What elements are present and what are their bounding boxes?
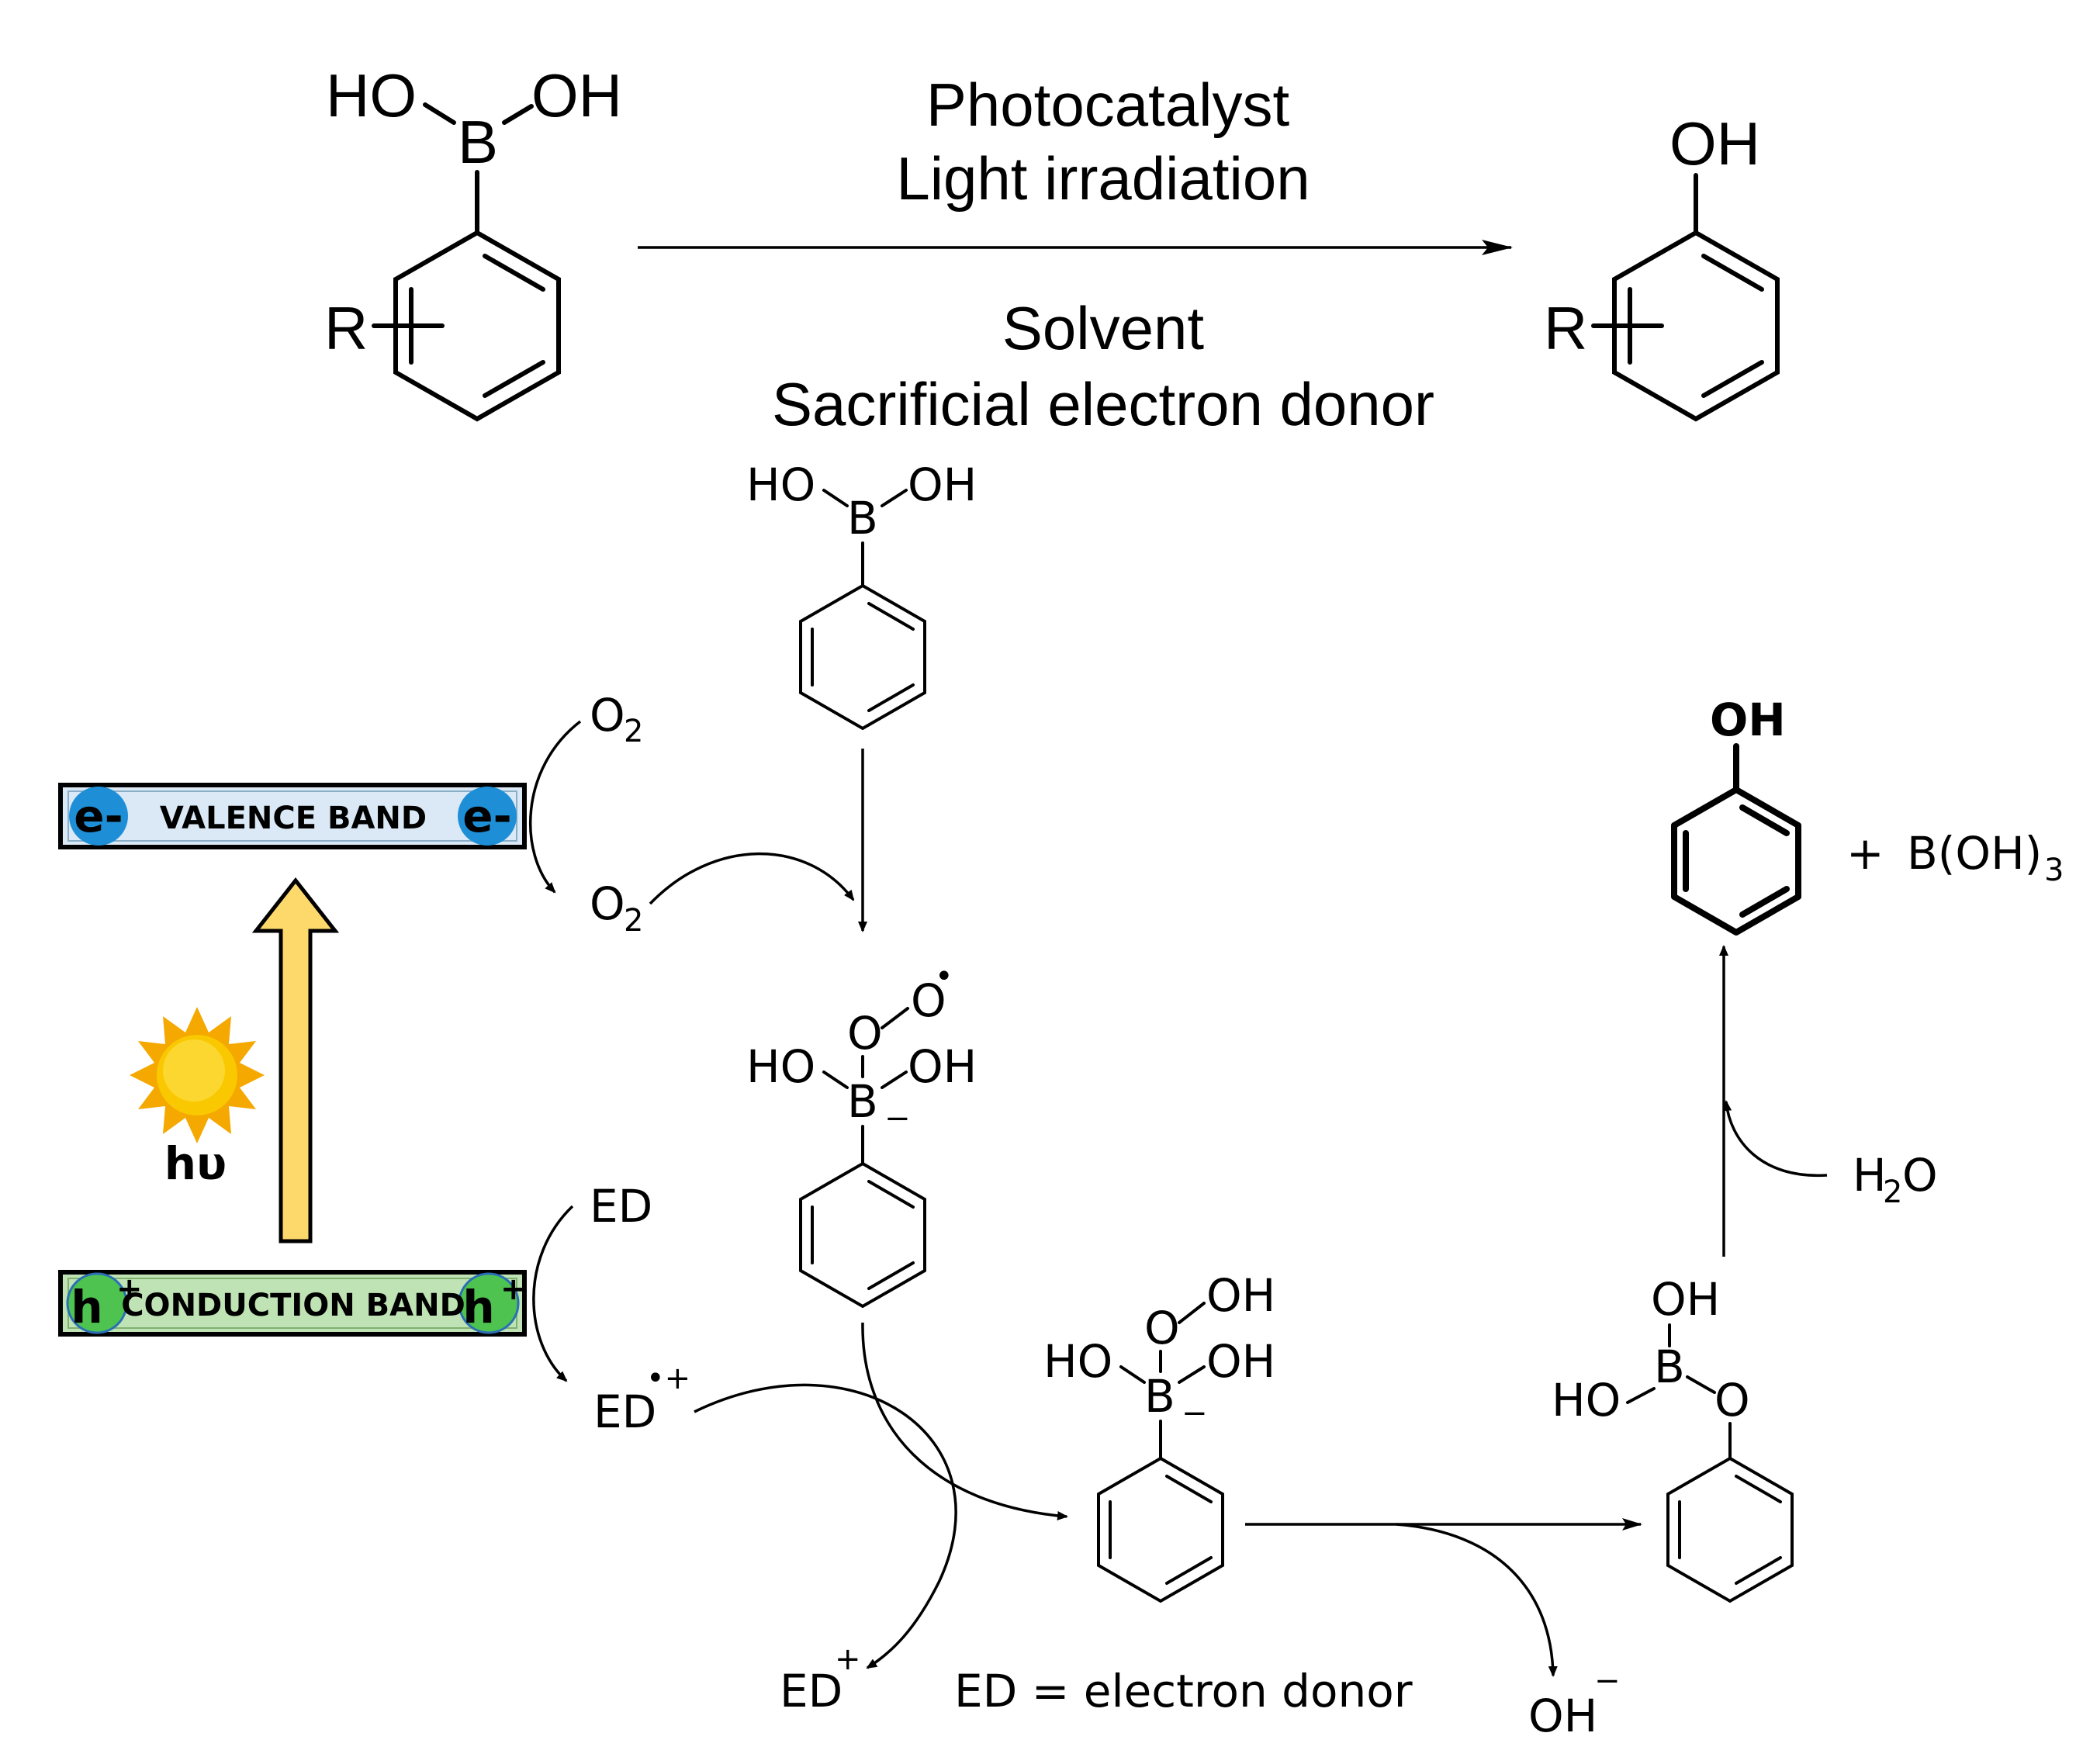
hole-icon: [458, 1272, 520, 1334]
boric-acid-subscript: 3: [2044, 853, 2064, 888]
label-o: O: [1144, 1302, 1180, 1354]
conduction-band: h + h + CONDUCTION BAND: [58, 1270, 527, 1337]
condition-solvent: Solvent: [1002, 294, 1204, 362]
water-o: O: [1902, 1149, 1938, 1202]
final-phenol: OH: [1671, 693, 1801, 936]
hydroxide-release-arrow: [1396, 1523, 1558, 1677]
hole-icon: [66, 1272, 128, 1334]
superoxide-attack-arrow: [649, 852, 855, 905]
hole-label: h: [71, 1281, 102, 1333]
label-b: B: [847, 1075, 878, 1128]
electron-label: e-: [462, 790, 511, 842]
ed-radical-cation-charge: •+: [646, 1361, 690, 1396]
intermediate-hydroperoxy-boronate: OH O HO OH B −: [1043, 1269, 1275, 1603]
o2-subscript: 2: [624, 714, 643, 749]
label-oh: OH: [1669, 109, 1760, 178]
label-oh: OH: [1710, 693, 1786, 746]
radical-dot: •: [935, 959, 953, 994]
intermediate-phenylboronic-acid: HO OH B: [746, 458, 977, 731]
label-oh: OH: [908, 458, 977, 511]
o2-subscript: 2: [624, 903, 643, 939]
label-o: O: [847, 1007, 883, 1060]
condition-light: Light irradiation: [896, 144, 1310, 213]
valence-band: e- e- VALENCE BAND: [58, 783, 527, 849]
ed-cation-charge: +: [835, 1641, 861, 1677]
label-b: B: [1144, 1370, 1175, 1423]
hole-charge: +: [500, 1271, 527, 1307]
label-oh: OH: [908, 1040, 977, 1093]
label-b: B: [1654, 1340, 1685, 1393]
hydroxide-label: OH: [1528, 1690, 1597, 1742]
ed-oxidation-arrow-2: [694, 1383, 957, 1669]
product-phenol: OH R: [1544, 109, 1780, 422]
intermediate-peroxyl-boronate: O • O HO OH B −: [746, 959, 977, 1309]
label-b: B: [458, 108, 498, 176]
o2-reduction-arrow: [529, 720, 582, 894]
label-oh: OH: [1651, 1273, 1720, 1326]
water-addition-arrow: [1722, 1100, 1828, 1178]
electron-icon: [69, 787, 128, 846]
plus-sign: +: [1846, 827, 1884, 880]
reaction-conditions: Photocatalyst Light irradiation Solvent …: [638, 71, 1513, 438]
label-r: R: [1544, 294, 1587, 362]
label-r: R: [324, 294, 368, 362]
ed-label: ED: [590, 1180, 652, 1233]
negative-charge: −: [884, 1101, 911, 1136]
ed-radical-cation-label: ED: [593, 1385, 656, 1438]
water-subscript: 2: [1883, 1174, 1902, 1210]
label-o: O: [1714, 1374, 1750, 1427]
sun-icon: [130, 1007, 265, 1143]
ed-oxidation-arrow: [532, 1205, 574, 1382]
condition-photocatalyst: Photocatalyst: [926, 71, 1290, 139]
negative-charge: −: [1182, 1396, 1208, 1431]
condition-sacrificial-donor: Sacrificial electron donor: [772, 370, 1434, 438]
label-o: O: [911, 974, 946, 1027]
valence-band-label: VALENCE BAND: [160, 801, 427, 836]
label-ho: HO: [1043, 1335, 1112, 1388]
hole-label: h: [462, 1281, 494, 1333]
ed-definition: ED = electron donor: [954, 1665, 1413, 1717]
reactant-boronic-acid: HO OH B R: [324, 61, 622, 422]
ed-cation-label: ED: [780, 1665, 843, 1717]
reduction-arrow: [861, 1322, 1068, 1520]
label-ho: HO: [746, 1040, 815, 1093]
intermediate-aryl-borate: OH B HO O: [1552, 1273, 1794, 1603]
conduction-band-label: CONDUCTION BAND: [121, 1288, 465, 1323]
label-b: B: [847, 492, 878, 545]
hole-charge: +: [116, 1271, 143, 1307]
excitation-arrow-icon: [251, 877, 340, 1243]
label-ho: HO: [326, 61, 417, 130]
o2-radical-label: O: [590, 877, 625, 930]
label-ho: HO: [746, 458, 815, 511]
boric-acid-label: B(OH): [1907, 827, 2042, 880]
o2-label: O: [590, 689, 625, 742]
hydroxide-charge: −: [1594, 1663, 1621, 1699]
label-oh: OH: [1206, 1335, 1275, 1388]
label-oh: OH: [1206, 1269, 1275, 1322]
water-h: H: [1853, 1149, 1887, 1202]
label-oh: OH: [531, 61, 622, 130]
hv-label: hυ: [164, 1137, 227, 1190]
electron-icon: [458, 787, 517, 846]
label-ho: HO: [1552, 1374, 1621, 1427]
electron-label: e-: [74, 790, 123, 842]
